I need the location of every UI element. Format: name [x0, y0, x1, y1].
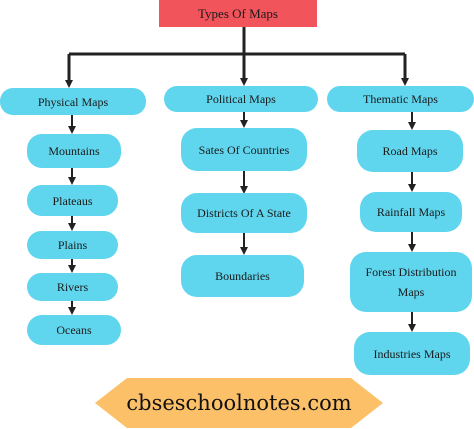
category-label: Political Maps	[206, 92, 276, 106]
banner-shape	[95, 378, 383, 428]
category-political-maps: Political Maps	[164, 86, 318, 112]
item-label: Industries Maps	[373, 346, 451, 361]
item-plateaus: Plateaus	[27, 185, 118, 216]
item-label: Sates Of Countries	[198, 142, 290, 157]
item-states-of-countries: Sates Of Countries	[181, 128, 307, 171]
item-boundaries: Boundaries	[181, 255, 304, 297]
item-label: Boundaries	[215, 269, 270, 283]
category-physical-maps: Physical Maps	[0, 88, 146, 115]
item-label: Forest Distribution Maps	[365, 265, 457, 299]
item-label: Mountains	[48, 144, 100, 158]
item-label: Plateaus	[52, 193, 93, 208]
item-rivers: Rivers	[27, 273, 118, 301]
item-road-maps: Road Maps	[357, 130, 463, 172]
item-label: Plains	[57, 238, 88, 252]
item-mountains: Mountains	[27, 134, 121, 168]
banner-label: cbseschoolnotes.com	[95, 378, 383, 428]
category-label: Physical Maps	[37, 94, 109, 109]
root-label: Types Of Maps	[198, 5, 278, 21]
banner-text: cbseschoolnotes.com	[126, 391, 352, 415]
item-label: Oceans	[56, 323, 92, 337]
item-label: Districts Of A State	[197, 206, 291, 220]
item-oceans: Oceans	[27, 315, 121, 345]
item-plains: Plains	[27, 231, 118, 259]
root-node: Types Of Maps	[159, 0, 317, 27]
item-forest-distribution-maps: Forest Distribution Maps	[350, 252, 472, 312]
item-label: Road Maps	[382, 144, 438, 158]
item-districts-of-a-state: Districts Of A State	[181, 193, 307, 233]
category-label: Thematic Maps	[363, 92, 438, 106]
item-label: Rivers	[56, 280, 89, 294]
category-thematic-maps: Thematic Maps	[327, 86, 474, 112]
item-rainfall-maps: Rainfall Maps	[360, 192, 462, 232]
item-industries-maps: Industries Maps	[354, 332, 470, 375]
item-label: Rainfall Maps	[376, 205, 446, 219]
